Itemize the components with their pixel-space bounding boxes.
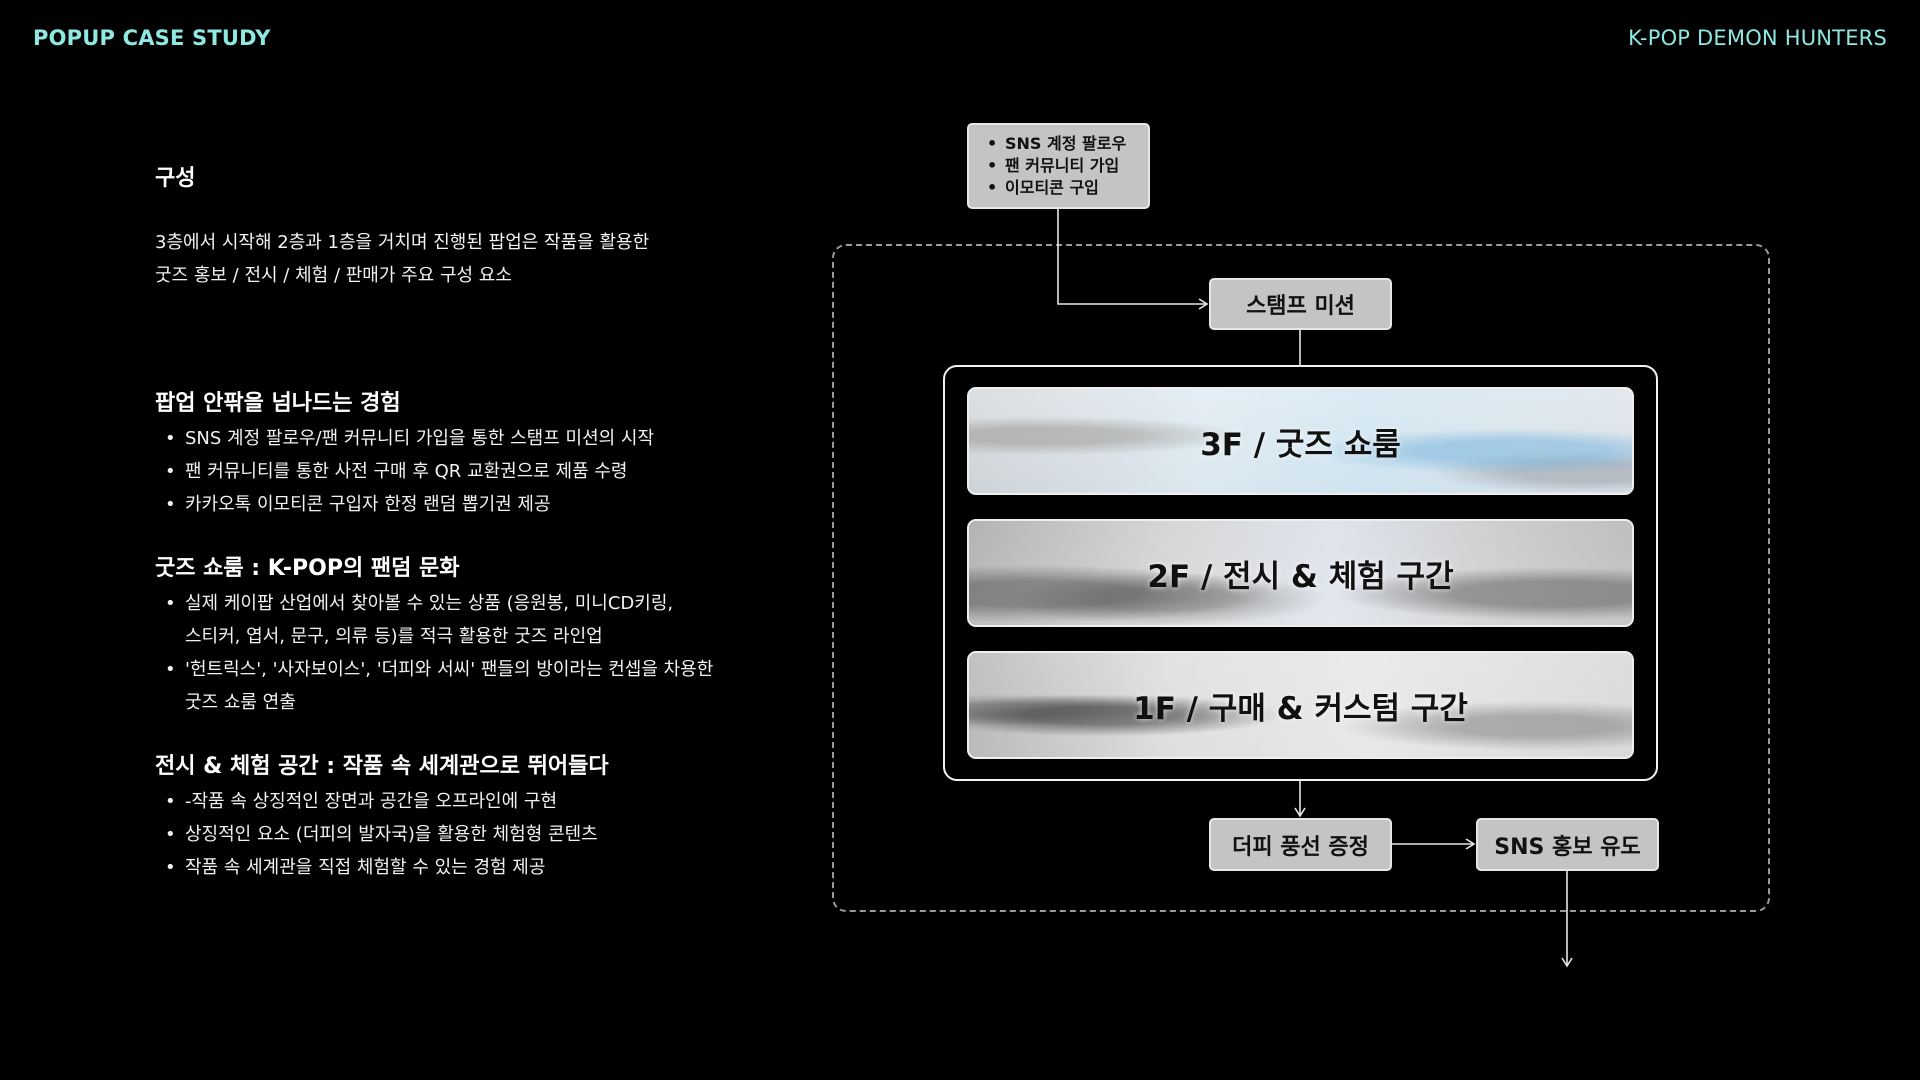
floor-label: 1F / 구매 & 커스텀 구간 (1133, 683, 1468, 728)
arrow-prereq-to-stamp (1058, 209, 1207, 304)
floor-3f: 3F / 굿즈 쇼룸 (967, 387, 1634, 495)
prereq-list: SNS 계정 팔로우 팬 커뮤니티 가입 이모티콘 구입 (987, 133, 1126, 199)
prereq-item: 팬 커뮤니티 가입 (987, 155, 1126, 177)
prereq-item: SNS 계정 팔로우 (987, 133, 1126, 155)
balloon-gift-box: 더피 풍선 증정 (1209, 818, 1392, 871)
stamp-mission-box: 스탬프 미션 (1209, 278, 1392, 330)
prereq-box: SNS 계정 팔로우 팬 커뮤니티 가입 이모티콘 구입 (967, 123, 1150, 209)
floor-label: 3F / 굿즈 쇼룸 (1200, 419, 1401, 464)
floor-2f: 2F / 전시 & 체험 구간 (967, 519, 1634, 627)
floor-1f: 1F / 구매 & 커스텀 구간 (967, 651, 1634, 759)
floor-label: 2F / 전시 & 체험 구간 (1147, 551, 1453, 596)
prereq-item: 이모티콘 구입 (987, 177, 1126, 199)
sns-promo-box: SNS 홍보 유도 (1476, 818, 1659, 871)
